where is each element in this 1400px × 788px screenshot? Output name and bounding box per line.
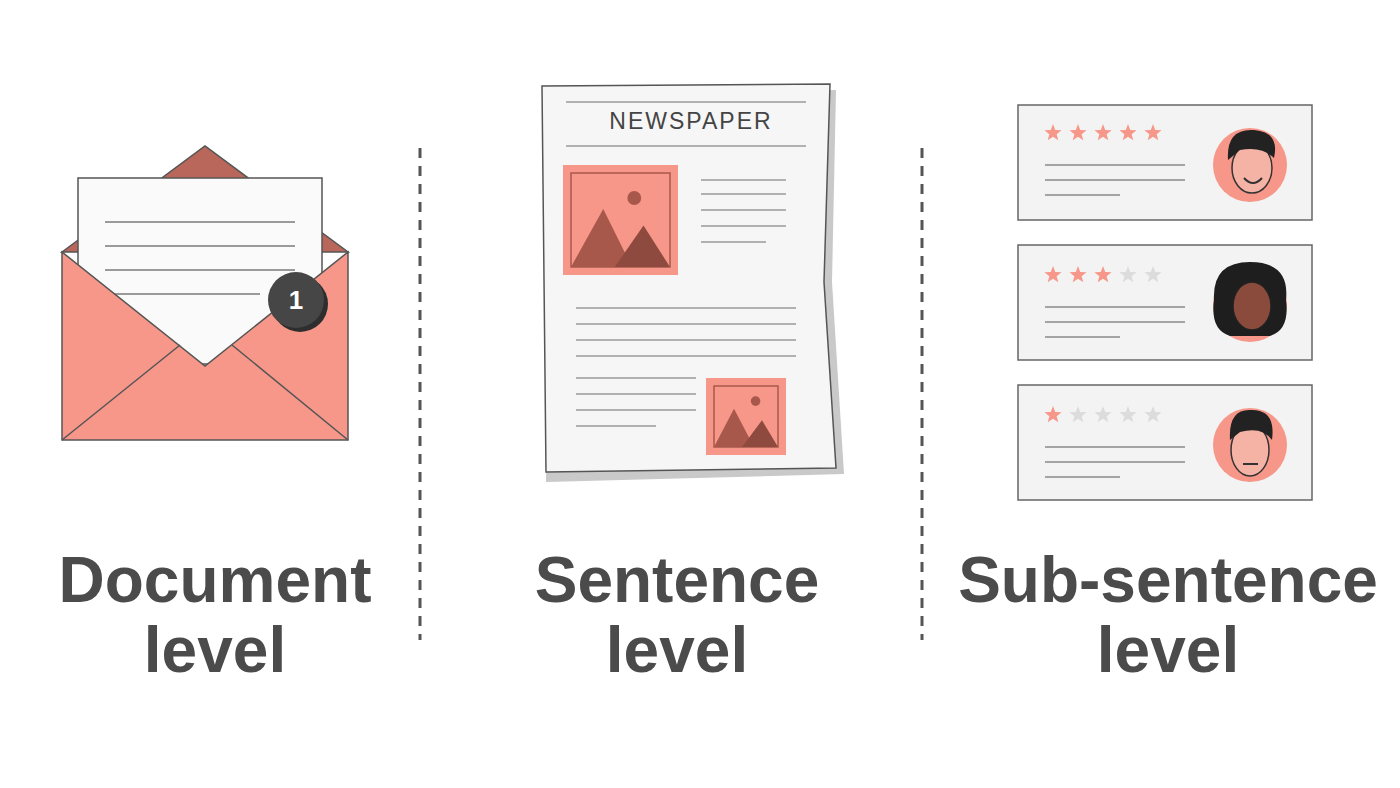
drawing-part	[751, 396, 761, 406]
drawing-part	[1213, 408, 1287, 482]
drawing-part	[701, 241, 766, 242]
drawing-part	[1094, 124, 1111, 140]
drawing-part	[1119, 266, 1136, 282]
newspaper-heading: NEWSPAPER	[530, 109, 852, 134]
drawing-part	[1045, 336, 1120, 338]
drawing-part	[1045, 461, 1185, 463]
drawing-part	[105, 269, 295, 271]
drawing-part	[105, 221, 295, 223]
drawing-part	[1045, 446, 1185, 448]
drawing-part	[1044, 406, 1061, 422]
drawing-part	[1045, 306, 1185, 308]
review-cards	[1018, 105, 1312, 500]
drawing-part	[627, 191, 641, 205]
drawing-part	[62, 345, 180, 440]
level-label: Sub-sentence level	[944, 545, 1392, 685]
drawing-part	[701, 225, 786, 226]
envelope	[62, 146, 348, 440]
count-badge: 1	[268, 272, 324, 328]
drawing-part	[105, 245, 295, 247]
drawing-part	[576, 307, 796, 308]
drawing-part	[1213, 262, 1286, 336]
drawing-part	[62, 252, 348, 440]
drawing-part	[1244, 178, 1262, 183]
drawing-part	[1213, 128, 1287, 202]
drawing-part	[576, 339, 796, 340]
drawing-part	[105, 293, 260, 295]
drawing-part	[1230, 410, 1273, 440]
drawing-part	[1228, 130, 1275, 160]
drawing-part	[1243, 463, 1258, 465]
drawing-part	[921, 148, 924, 640]
level-label: Sentence level	[467, 545, 887, 685]
drawing-part	[571, 173, 670, 267]
drawing-part	[542, 84, 836, 472]
drawing-part	[1144, 406, 1161, 422]
drawing-part	[1045, 476, 1120, 478]
drawing-part	[1018, 385, 1312, 500]
drawing-part	[615, 226, 670, 268]
drawing-part	[576, 355, 796, 356]
level-label: Document level	[5, 545, 425, 685]
drawing-part	[576, 323, 796, 324]
drawing-part	[714, 386, 778, 447]
drawing-part	[1045, 164, 1185, 166]
drawing-part	[566, 101, 806, 102]
drawing-part	[1018, 245, 1312, 360]
drawing-part	[1044, 266, 1061, 282]
drawing-part	[1144, 266, 1161, 282]
drawing-part	[105, 222, 295, 294]
drawing-part	[1119, 124, 1136, 140]
drawing-part	[1119, 406, 1136, 422]
drawing-part	[1094, 406, 1111, 422]
drawing-part	[1069, 266, 1086, 282]
drawing-part	[1045, 179, 1185, 181]
drawing-part	[1045, 165, 1185, 477]
picture-box	[706, 378, 786, 455]
drawing-part	[576, 377, 696, 378]
drawing-part	[701, 193, 786, 194]
drawing-part	[1045, 194, 1120, 196]
drawing-part	[1018, 105, 1312, 220]
drawing-part	[576, 393, 696, 394]
drawing-part	[576, 425, 656, 426]
drawing-part	[1144, 124, 1161, 140]
newspaper-sheet	[530, 82, 852, 490]
badge-number: 1	[289, 287, 303, 313]
drawing-part	[576, 409, 696, 410]
drawing-part	[1069, 406, 1086, 422]
drawing-part	[566, 145, 806, 146]
newspaper: NEWSPAPER	[530, 82, 852, 490]
drawing-part	[1044, 124, 1161, 422]
drawing-part	[1044, 124, 1061, 140]
drawing-part	[1094, 266, 1111, 282]
drawing-part	[1069, 124, 1086, 140]
drawing-part	[701, 179, 786, 180]
drawing-part	[232, 345, 348, 440]
drawing-part	[419, 148, 422, 640]
drawing-part	[1069, 266, 1161, 422]
drawing-part	[701, 209, 786, 210]
picture-box	[563, 165, 678, 275]
drawing-part	[1045, 321, 1185, 323]
drawing-part	[1233, 282, 1271, 330]
drawing-part	[742, 420, 778, 447]
